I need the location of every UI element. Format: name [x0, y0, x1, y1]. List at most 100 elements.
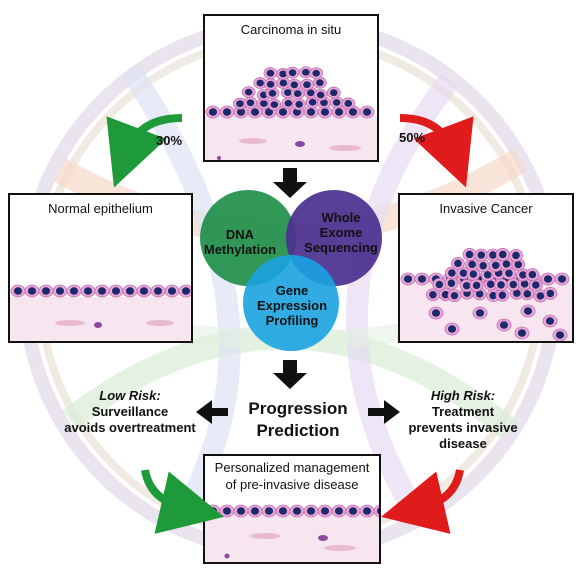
cell-nucleus	[491, 261, 500, 270]
cell-nucleus	[284, 99, 293, 107]
cell-nucleus	[502, 260, 511, 268]
cell-nucleus	[83, 287, 93, 295]
cell-nucleus	[246, 99, 255, 107]
down-arrow-to-venn	[273, 168, 307, 198]
cell-nucleus	[334, 507, 344, 515]
low-risk-text: Low Risk: Surveillance avoids overtreatm…	[60, 388, 200, 436]
stroma	[10, 297, 191, 341]
cell-nucleus	[316, 79, 324, 87]
cell-nucleus	[293, 90, 302, 98]
cell-nucleus	[509, 280, 518, 289]
cell-nucleus	[557, 275, 567, 283]
cell-nucleus	[489, 251, 497, 259]
cell-nucleus	[306, 108, 316, 116]
cell-nucleus	[431, 309, 441, 317]
stroma-fiber	[55, 320, 85, 326]
cell-nucleus	[306, 89, 315, 97]
stroma-fiber	[146, 320, 174, 326]
high-risk-line2: prevents invasive	[408, 420, 518, 435]
stroma-fiber	[329, 145, 361, 151]
cell-nucleus	[250, 108, 260, 116]
personalized-management-panel: Personalized management of pre-invasive …	[203, 454, 381, 564]
progression-arrow	[399, 114, 474, 188]
cell-nucleus	[264, 507, 274, 515]
cell-nucleus	[260, 100, 268, 107]
cell-nucleus	[486, 280, 495, 288]
carcinoma-in-situ-title: Carcinoma in situ	[240, 22, 342, 37]
cell-nucleus	[403, 275, 413, 283]
cell-nucleus	[362, 507, 372, 515]
cell-nucleus	[308, 98, 317, 106]
stroma-cell	[318, 535, 328, 541]
cell-nucleus	[489, 291, 497, 300]
cell-nucleus	[302, 68, 310, 76]
cell-nucleus	[459, 269, 468, 277]
high-risk-text: High Risk: Treatment prevents invasive d…	[404, 388, 522, 452]
stroma-cell	[217, 156, 221, 160]
cell-nucleus	[264, 108, 274, 116]
cell-nucleus	[181, 287, 191, 295]
cell-nucleus	[543, 275, 553, 283]
wes-label-line1: Whole	[321, 210, 361, 225]
personalized-management-title-1: Personalized management	[214, 460, 370, 475]
cell-nucleus	[278, 507, 288, 515]
cell-nucleus	[295, 100, 303, 108]
cell-nucleus	[208, 108, 218, 116]
stroma-fiber	[239, 138, 267, 144]
stroma-cell	[295, 141, 305, 147]
cell-nucleus	[417, 275, 427, 283]
cell-nucleus	[532, 281, 540, 289]
stroma-cell	[94, 322, 102, 328]
left-arrow-low-risk	[196, 400, 228, 424]
cell-nucleus	[512, 251, 520, 260]
cell-nucleus	[306, 507, 316, 515]
cell-nucleus	[523, 307, 533, 315]
cell-nucleus	[483, 271, 492, 279]
cell-nucleus	[514, 260, 523, 269]
regression-arrow	[106, 114, 183, 188]
cell-nucleus	[497, 281, 505, 289]
invasive-cancer-title: Invasive Cancer	[439, 201, 533, 216]
invasive-cancer-panel: Invasive Cancer	[398, 193, 574, 343]
stroma-cell	[224, 553, 230, 559]
cell-nucleus	[153, 287, 163, 295]
cell-nucleus	[303, 81, 311, 89]
cell-nucleus	[111, 287, 121, 295]
cell-nucleus	[320, 108, 330, 116]
cell-nucleus	[523, 290, 532, 298]
prediction-line1: Progression	[248, 399, 348, 418]
cell-nucleus	[517, 329, 527, 337]
progression-percentage: 50%	[399, 130, 426, 145]
cell-nucleus	[41, 287, 51, 295]
cell-nucleus	[528, 270, 537, 279]
cell-nucleus	[498, 250, 507, 259]
cell-nucleus	[244, 88, 253, 96]
cell-nucleus	[546, 289, 555, 298]
gep-label-line1: Gene	[275, 283, 309, 298]
cell-nucleus	[448, 269, 456, 277]
carcinoma-in-situ-illustration	[205, 66, 377, 160]
cell-nucleus	[468, 260, 476, 269]
personalized-management-title-2: of pre-invasive disease	[225, 477, 359, 492]
cell-nucleus	[477, 251, 486, 259]
gep-label-line3: Profiling	[265, 313, 319, 328]
wes-label-line2: Exome	[319, 225, 363, 240]
cell-nucleus	[270, 101, 279, 109]
stroma-fiber	[324, 545, 356, 551]
gene-expression-profiling-label: Gene Expression Profiling	[250, 283, 334, 328]
cell-nucleus	[222, 507, 232, 515]
cell-nucleus	[320, 507, 330, 515]
cell-nucleus	[312, 69, 320, 77]
cell-nucleus	[555, 331, 565, 339]
right-arrow-high-risk	[368, 400, 400, 424]
cell-nucleus	[13, 287, 23, 295]
cell-nucleus	[465, 250, 474, 259]
cell-nucleus	[429, 291, 437, 299]
stroma-fiber	[250, 533, 280, 539]
high-risk-management-arrow	[381, 469, 464, 534]
progression-prediction-label: Progression Prediction	[228, 398, 368, 442]
cell-nucleus	[475, 309, 485, 317]
cell-nucleus	[362, 108, 372, 116]
cell-nucleus	[167, 287, 177, 295]
